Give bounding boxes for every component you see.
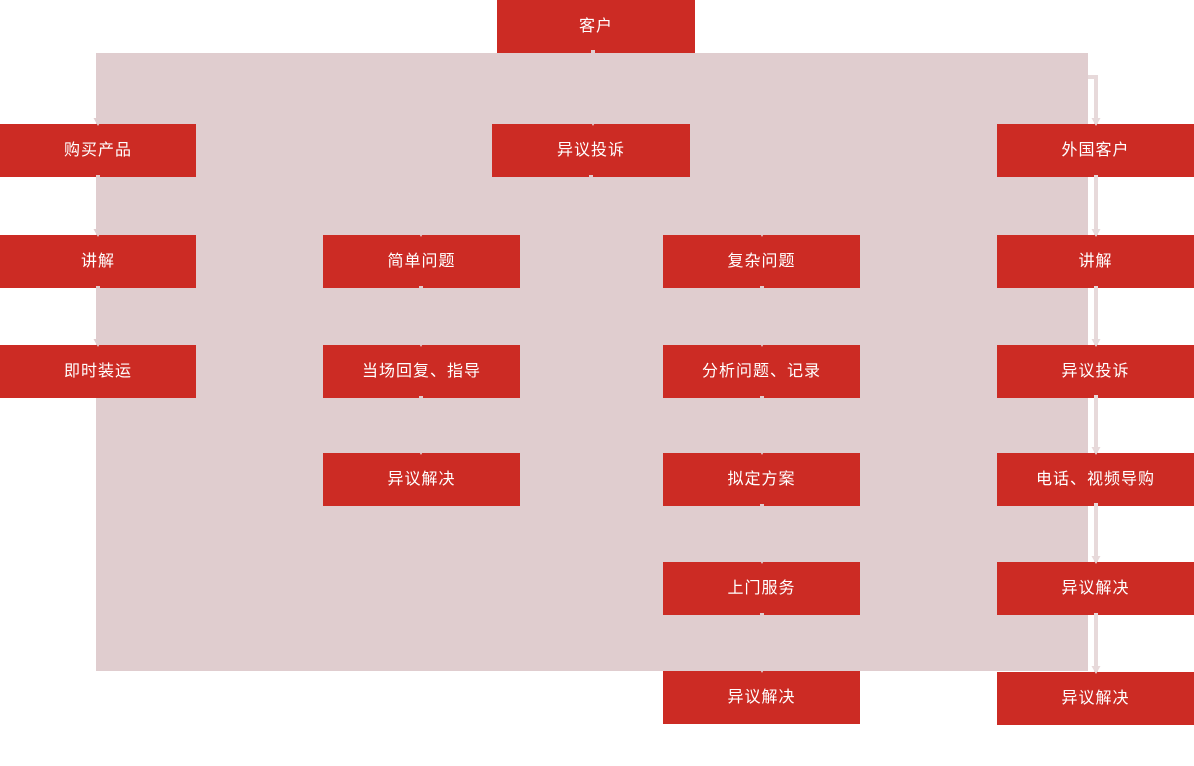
- node-onsite-reply-guidance: 当场回复、指导: [323, 345, 520, 398]
- node-phone-video-guide: 电话、视频导购: [997, 453, 1194, 506]
- node-simple-problem: 简单问题: [323, 235, 520, 288]
- node-objection-resolved-foreign-1: 异议解决: [997, 562, 1194, 615]
- node-door-service: 上门服务: [663, 562, 860, 615]
- node-explain-foreign: 讲解: [997, 235, 1194, 288]
- node-buy-product: 购买产品: [0, 124, 196, 177]
- node-draft-plan: 拟定方案: [663, 453, 860, 506]
- node-analyze-record: 分析问题、记录: [663, 345, 860, 398]
- node-objection-resolved-complex: 异议解决: [663, 671, 860, 724]
- node-objection-resolved-foreign-2: 异议解决: [997, 672, 1194, 725]
- node-objection-complaint-center: 异议投诉: [492, 124, 690, 177]
- node-objection-resolved-simple: 异议解决: [323, 453, 520, 506]
- node-objection-complaint-foreign: 异议投诉: [997, 345, 1194, 398]
- node-immediate-shipment: 即时装运: [0, 345, 196, 398]
- node-customer: 客户: [497, 0, 695, 53]
- node-foreign-customer: 外国客户: [997, 124, 1194, 177]
- connector-panel-to-foreign-customer: [1088, 75, 1101, 126]
- node-complex-problem: 复杂问题: [663, 235, 860, 288]
- node-explain-left: 讲解: [0, 235, 196, 288]
